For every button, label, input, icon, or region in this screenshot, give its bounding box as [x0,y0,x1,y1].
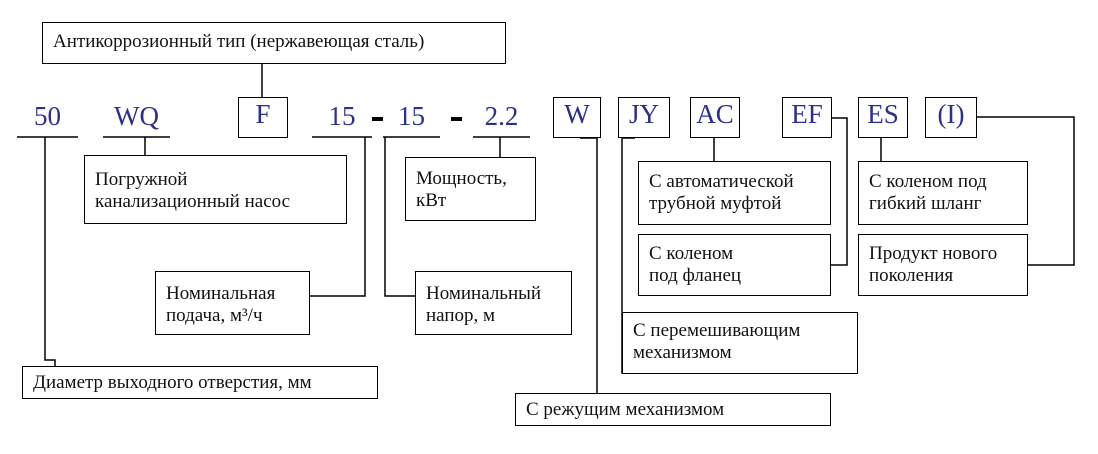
code-stainless: F [238,97,288,138]
code-nominal-flow: 15 [328,101,356,131]
label-nominal-flow: Номинальная подача, м³/ч [155,271,310,335]
code-hose-elbow: ES [858,97,908,138]
label-cutter: С режущим механизмом [515,393,831,426]
dash-1 [372,117,383,121]
label-mixer: С перемешивающим механизмом [622,312,858,374]
code-mixer: JY [618,97,670,138]
code-nominal-head: 15 [398,101,425,131]
code-cutter: W [553,97,601,138]
label-anticorrosion: Антикоррозионный тип (нержавеющая сталь) [42,22,506,64]
code-flange-elbow: EF [782,97,832,138]
code-new-generation: (I) [925,97,977,138]
label-new-generation: Продукт нового поколения [858,234,1028,296]
code-power: 2.2 [484,101,519,131]
code-auto-coupling: AC [690,97,740,138]
label-submersible-pump: Погружной канализационный насос [84,155,347,224]
code-pump-type: WQ [114,101,159,131]
label-nominal-head: Номинальный напор, м [415,271,572,335]
label-outlet-diameter: Диаметр выходного отверстия, мм [22,366,378,399]
label-power: Мощность, кВт [405,157,536,221]
label-hose-elbow: С коленом под гибкий шланг [858,161,1028,225]
dash-2 [451,117,462,121]
label-flange-elbow: С коленом под фланец [638,234,831,296]
label-auto-coupling: С автоматической трубной муфтой [638,161,831,225]
code-outlet-diameter: 50 [34,101,61,131]
